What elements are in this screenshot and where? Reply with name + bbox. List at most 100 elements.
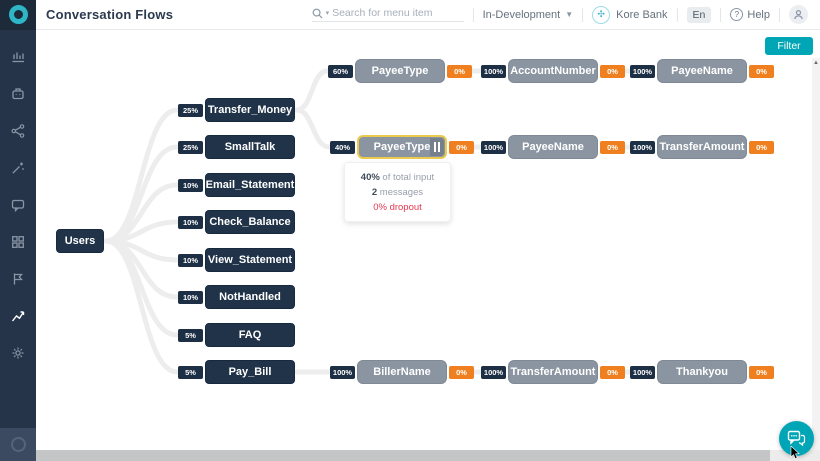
flag-icon[interactable]: [0, 260, 36, 297]
account-name: Kore Bank: [616, 8, 668, 21]
filter-button[interactable]: Filter: [765, 37, 813, 55]
environment-dropdown[interactable]: In-Development▼: [482, 8, 574, 21]
account-menu[interactable]: ✣ Kore Bank: [592, 5, 668, 24]
node-label: AccountNumber: [510, 65, 596, 77]
horizontal-scrollbar-thumb[interactable]: [36, 450, 770, 461]
pause-handle-icon[interactable]: [430, 138, 444, 156]
node-label: FAQ: [238, 329, 262, 341]
flow-node-view_statement[interactable]: View_Statement: [205, 248, 295, 272]
tooltip-total-input: 40% of total input: [360, 172, 435, 183]
node-label: Users: [64, 235, 96, 247]
node-tooltip: 40% of total input 2 messages 0% dropout: [344, 162, 451, 222]
page-title: Conversation Flows: [46, 7, 174, 22]
question-icon: ?: [730, 8, 744, 21]
flow-node-payeename_1[interactable]: PayeeName: [657, 59, 747, 83]
divider: [676, 7, 678, 22]
flow-node-billername[interactable]: BillerName: [357, 360, 447, 384]
node-label: Email_Statement: [205, 179, 295, 191]
node-label: BillerName: [373, 366, 431, 378]
in-percentage-badge: 100%: [481, 140, 506, 154]
flow-node-users[interactable]: Users: [56, 229, 104, 253]
header-right: ▾ In-Development▼ ✣ Kore Bank En ?Help: [311, 5, 820, 24]
kore-logo-ring: [8, 5, 28, 24]
divider: [472, 7, 474, 22]
flow-node-pay_bill[interactable]: Pay_Bill: [205, 360, 295, 384]
scroll-up-arrow-icon[interactable]: ▲: [813, 60, 819, 66]
bot-avatar: ✣: [592, 5, 611, 24]
flow-node-transferamount_2[interactable]: TransferAmount: [508, 360, 598, 384]
node-label: SmallTalk: [224, 141, 276, 153]
search-input[interactable]: [332, 7, 443, 19]
user-profile-button[interactable]: [789, 5, 808, 24]
flow-node-thankyou[interactable]: Thankyou: [657, 360, 747, 384]
in-percentage-badge: 10%: [178, 178, 203, 192]
divider: [582, 7, 584, 22]
divider: [720, 7, 722, 22]
flow-node-email_statement[interactable]: Email_Statement: [205, 173, 295, 197]
language-button[interactable]: En: [686, 6, 712, 23]
flow-node-accountnumber[interactable]: AccountNumber: [508, 59, 598, 83]
in-percentage-badge: 25%: [178, 103, 203, 117]
search-caret-icon[interactable]: ▾: [325, 10, 330, 17]
divider: [779, 7, 780, 22]
flow-node-faq[interactable]: FAQ: [205, 323, 295, 347]
node-label: TransferAmount: [510, 366, 596, 378]
flow-node-transfer_money[interactable]: Transfer_Money: [205, 98, 295, 122]
flow-link: [103, 238, 180, 375]
dropout-percentage-badge: 0%: [749, 365, 774, 379]
line-chart-icon[interactable]: [0, 297, 36, 334]
chat-icon[interactable]: [0, 186, 36, 223]
vertical-scrollbar[interactable]: ▲: [812, 58, 820, 450]
flow-link: [103, 219, 180, 244]
wand-icon[interactable]: [0, 149, 36, 186]
flow-node-nothandled[interactable]: NotHandled: [205, 285, 295, 309]
kore-logo[interactable]: [0, 0, 36, 30]
flow-node-payeename_2[interactable]: PayeeName: [508, 135, 598, 159]
in-percentage-badge: 100%: [630, 140, 655, 154]
in-percentage-badge: 25%: [178, 140, 203, 154]
bot-icon[interactable]: [0, 75, 36, 112]
node-label: PayeeType: [371, 65, 429, 77]
flow-node-payeetype_2[interactable]: PayeeType: [357, 135, 447, 159]
person-icon: [794, 9, 803, 20]
flow-link: [103, 144, 180, 244]
node-label: NotHandled: [219, 291, 281, 303]
tooltip-dropout: 0% dropout: [373, 202, 422, 213]
dropout-percentage-badge: 0%: [749, 140, 774, 154]
flow-link: [103, 238, 180, 338]
in-percentage-badge: 10%: [178, 290, 203, 304]
node-label: TransferAmount: [659, 141, 745, 153]
dropout-percentage-badge: 0%: [449, 140, 474, 154]
in-percentage-badge: 10%: [178, 253, 203, 267]
gear-icon[interactable]: [0, 334, 36, 371]
dropout-percentage-badge: 0%: [600, 365, 625, 379]
apps-grid-icon[interactable]: [0, 223, 36, 260]
in-percentage-badge: 100%: [481, 365, 506, 379]
in-percentage-badge: 10%: [178, 215, 203, 229]
flow-node-transferamount_1[interactable]: TransferAmount: [657, 135, 747, 159]
flow-node-payeetype_1[interactable]: PayeeType: [355, 59, 445, 83]
network-icon[interactable]: [0, 112, 36, 149]
flow-node-check_balance[interactable]: Check_Balance: [205, 210, 295, 234]
chat-bubbles-icon: [787, 430, 806, 447]
in-percentage-badge: 100%: [481, 64, 506, 78]
in-percentage-badge: 40%: [330, 140, 355, 154]
dropout-percentage-badge: 0%: [600, 64, 625, 78]
node-label: Thankyou: [676, 366, 728, 378]
chat-fab-button[interactable]: [779, 421, 814, 456]
dropout-percentage-badge: 0%: [749, 64, 774, 78]
bar-chart-icon[interactable]: [0, 38, 36, 75]
horizontal-scrollbar[interactable]: [36, 450, 820, 461]
help-button[interactable]: ?Help: [730, 8, 770, 21]
flow-node-smalltalk[interactable]: SmallTalk: [205, 135, 295, 159]
node-label: View_Statement: [207, 254, 293, 266]
search-icon: [312, 8, 323, 18]
top-header: Conversation Flows ▾ In-Development▼ ✣ K…: [0, 0, 820, 30]
node-label: PayeeName: [671, 65, 733, 77]
menu-search[interactable]: ▾: [311, 7, 464, 22]
kore-ghost-logo: [10, 437, 26, 452]
dropout-percentage-badge: 0%: [600, 140, 625, 154]
node-label: Check_Balance: [209, 216, 291, 228]
mouse-cursor: [790, 446, 800, 460]
